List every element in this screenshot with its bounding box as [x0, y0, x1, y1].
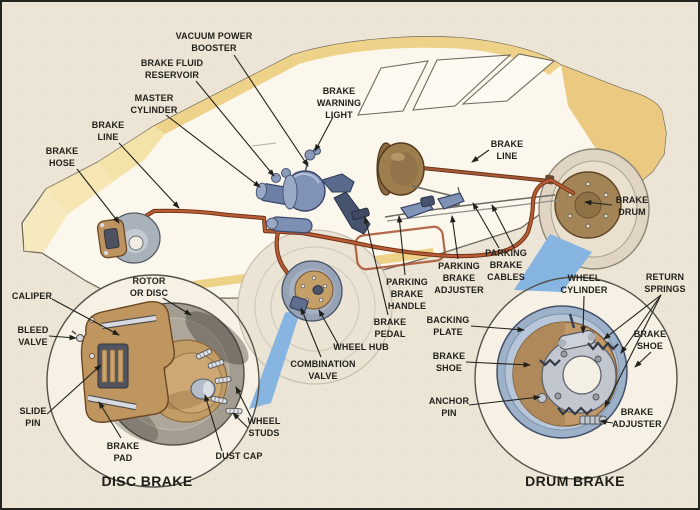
label-wheel-studs: WHEEL STUDS — [247, 416, 281, 438]
label-combination-valve: COMBINATION VALVE — [290, 359, 356, 381]
label-brake-pedal: BRAKE PEDAL — [373, 317, 407, 339]
label-dust-cap: DUST CAP — [215, 451, 263, 461]
label-bleed-valve: BLEED VALVE — [17, 325, 49, 347]
front-left-brake-assembly — [96, 212, 161, 264]
label-anchor-pin: ANCHOR PIN — [428, 396, 470, 418]
label-brake-line-rear: BRAKE LINE — [490, 139, 524, 161]
label-caliper: CALIPER — [11, 291, 53, 301]
label-brake-warning-light: BRAKE WARNING LIGHT — [316, 86, 362, 120]
label-wheel-cylinder: WHEEL CYLINDER — [560, 273, 608, 295]
label-parking-brake-adjuster: PARKING BRAKE ADJUSTER — [434, 261, 484, 295]
wheel-cylinder-part — [558, 329, 596, 351]
brake-warning-light-part — [304, 149, 316, 161]
label-brake-line-front: BRAKE LINE — [91, 120, 125, 142]
rear-wheel-drum — [538, 148, 650, 270]
label-brake-hose: BRAKE HOSE — [45, 146, 79, 168]
label-brake-pad: BRAKE PAD — [106, 441, 140, 463]
label-brake-adjuster: BRAKE ADJUSTER — [612, 407, 662, 429]
label-brake-drum: BRAKE DRUM — [615, 195, 649, 217]
label-vacuum-power-booster: VACUUM POWER BOOSTER — [175, 31, 253, 53]
label-return-springs: RETURN SPRINGS — [644, 272, 686, 294]
label-parking-brake-handle: PARKING BRAKE HANDLE — [386, 277, 428, 311]
rear-axle-and-drum — [376, 142, 555, 196]
caption-drum-brake: DRUM BRAKE — [525, 473, 625, 489]
anchor-pin-part — [537, 393, 547, 403]
leader-arrows — [46, 54, 662, 452]
label-slide-pin: SLIDE PIN — [19, 406, 47, 428]
car-windows — [357, 53, 556, 116]
label-parking-brake-cables: PARKING BRAKE CABLES — [485, 248, 527, 282]
return-springs-parts — [539, 341, 619, 416]
label-brake-shoe-right: BRAKE SHOE — [633, 329, 667, 351]
label-brake-fluid-reservoir: BRAKE FLUID RESERVOIR — [140, 58, 204, 80]
label-backing-plate: BACKING PLATE — [426, 315, 470, 337]
label-brake-shoe-left: BRAKE SHOE — [432, 351, 466, 373]
brake-adjuster-part — [579, 415, 608, 425]
label-wheel-hub: WHEEL HUB — [333, 342, 389, 352]
parking-brake-mechanism — [354, 185, 560, 271]
front-hub-assembly — [281, 260, 343, 322]
label-rotor-or-disc: ROTOR OR DISC — [129, 276, 169, 298]
drum-brake-detail — [496, 305, 628, 439]
caption-disc-brake: DISC BRAKE — [101, 473, 193, 489]
bleed-valve-part — [76, 334, 84, 342]
label-master-cylinder: MASTER CYLINDER — [130, 93, 178, 115]
